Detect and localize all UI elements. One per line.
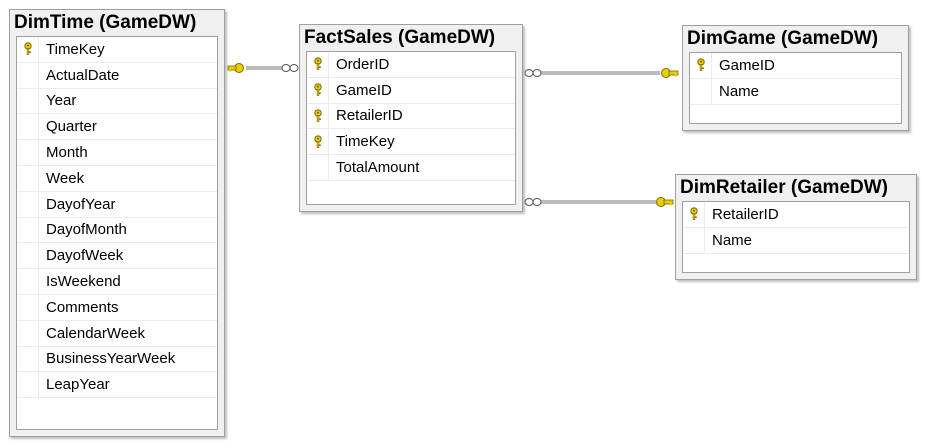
column-row[interactable]: DayofWeek <box>17 243 217 270</box>
key-cell <box>683 227 705 253</box>
key-cell <box>307 77 329 103</box>
column-name: DayofMonth <box>46 221 127 239</box>
key-cell <box>17 114 39 140</box>
infinity-end-icon <box>281 64 299 72</box>
column-name: IsWeekend <box>46 273 121 291</box>
key-cell <box>17 165 39 191</box>
column-name: RetailerID <box>336 107 403 125</box>
key-cell <box>307 129 329 155</box>
column-name: Month <box>46 144 88 162</box>
column-row[interactable]: GameID <box>307 77 515 104</box>
column-name: RetailerID <box>712 205 779 223</box>
column-row[interactable]: IsWeekend <box>17 269 217 295</box>
column-name: TotalAmount <box>336 159 420 177</box>
key-cell <box>17 140 39 165</box>
key-cell <box>17 372 39 398</box>
column-name: GameID <box>719 56 775 74</box>
key-cell <box>17 243 39 269</box>
table-dimtime[interactable]: DimTime (GameDW) TimeKey ActualDate Year… <box>9 9 225 437</box>
infinity-end-icon <box>524 69 542 77</box>
column-row[interactable]: GameID <box>690 53 901 79</box>
column-row[interactable]: TimeKey <box>307 129 515 156</box>
key-end-icon <box>656 197 674 207</box>
column-row[interactable]: OrderID <box>307 52 515 78</box>
key-cell <box>307 103 329 129</box>
column-row[interactable]: Month <box>17 140 217 166</box>
column-list: TimeKey ActualDate Year Quarter Month We… <box>16 36 218 430</box>
column-list: GameID Name <box>689 52 902 124</box>
key-cell <box>17 294 39 320</box>
key-cell <box>17 88 39 114</box>
column-row[interactable]: Week <box>17 165 217 192</box>
column-name: Week <box>46 169 85 187</box>
column-name: Name <box>712 231 753 249</box>
table-title[interactable]: DimTime (GameDW) <box>14 12 197 33</box>
table-title[interactable]: DimRetailer (GameDW) <box>680 177 888 198</box>
column-name: Year <box>46 92 77 110</box>
infinity-end-icon <box>524 198 542 206</box>
table-dimretailer[interactable]: DimRetailer (GameDW) RetailerID Name <box>675 174 917 280</box>
column-name: DayofWeek <box>46 247 124 265</box>
relationship-factsales-dimretailer[interactable] <box>524 197 674 207</box>
key-cell <box>683 202 705 227</box>
column-row[interactable]: Name <box>690 78 901 105</box>
column-row[interactable]: Year <box>17 88 217 115</box>
key-icon <box>23 42 32 56</box>
column-name: Comments <box>46 298 119 316</box>
key-cell <box>17 62 39 88</box>
column-name: ActualDate <box>46 66 120 84</box>
column-name: CalendarWeek <box>46 324 145 342</box>
column-name: LeapYear <box>46 376 110 394</box>
column-row[interactable]: DayofMonth <box>17 217 217 244</box>
key-icon <box>313 57 322 71</box>
key-end-icon <box>227 63 244 73</box>
column-name: BusinessYearWeek <box>46 350 176 368</box>
column-row[interactable]: LeapYear <box>17 372 217 399</box>
relationship-dimtime-factsales[interactable] <box>227 63 299 73</box>
key-icon <box>696 58 705 72</box>
key-end-icon <box>661 68 679 78</box>
column-row[interactable]: Quarter <box>17 114 217 141</box>
column-name: Name <box>719 82 760 100</box>
key-cell <box>17 269 39 294</box>
column-name: OrderID <box>336 55 390 73</box>
key-cell <box>690 53 712 78</box>
table-title[interactable]: FactSales (GameDW) <box>304 27 496 48</box>
column-name: DayofYear <box>46 195 116 213</box>
column-name: GameID <box>336 81 392 99</box>
column-row[interactable]: DayofYear <box>17 191 217 218</box>
key-cell <box>307 52 329 77</box>
relationship-factsales-dimgame[interactable] <box>524 68 679 78</box>
column-list: OrderID GameID RetailerID TimeKey TotalA… <box>306 51 516 205</box>
column-row[interactable]: TotalAmount <box>307 155 515 181</box>
column-row[interactable]: BusinessYearWeek <box>17 346 217 373</box>
column-row[interactable]: CalendarWeek <box>17 320 217 347</box>
key-icon <box>689 207 698 221</box>
table-factsales[interactable]: FactSales (GameDW) OrderID GameID Retail… <box>299 24 523 212</box>
column-row[interactable]: TimeKey <box>17 37 217 63</box>
column-row[interactable]: RetailerID <box>307 103 515 130</box>
key-cell <box>17 191 39 217</box>
key-icon <box>313 135 322 148</box>
key-cell <box>690 78 712 104</box>
key-cell <box>17 217 39 243</box>
table-dimgame[interactable]: DimGame (GameDW) GameID Name <box>682 25 909 131</box>
key-cell <box>17 346 39 372</box>
key-cell <box>17 37 39 62</box>
column-row[interactable]: ActualDate <box>17 62 217 89</box>
column-list: RetailerID Name <box>682 201 910 273</box>
key-icon <box>313 83 322 96</box>
column-row[interactable]: RetailerID <box>683 202 909 228</box>
column-row[interactable]: Comments <box>17 294 217 321</box>
key-icon <box>313 109 322 122</box>
table-title[interactable]: DimGame (GameDW) <box>687 28 879 49</box>
column-row[interactable]: Name <box>683 227 909 254</box>
column-name: TimeKey <box>336 133 395 151</box>
column-name: TimeKey <box>46 40 105 58</box>
column-name: Quarter <box>46 118 97 136</box>
key-cell <box>17 320 39 346</box>
key-cell <box>307 155 329 180</box>
